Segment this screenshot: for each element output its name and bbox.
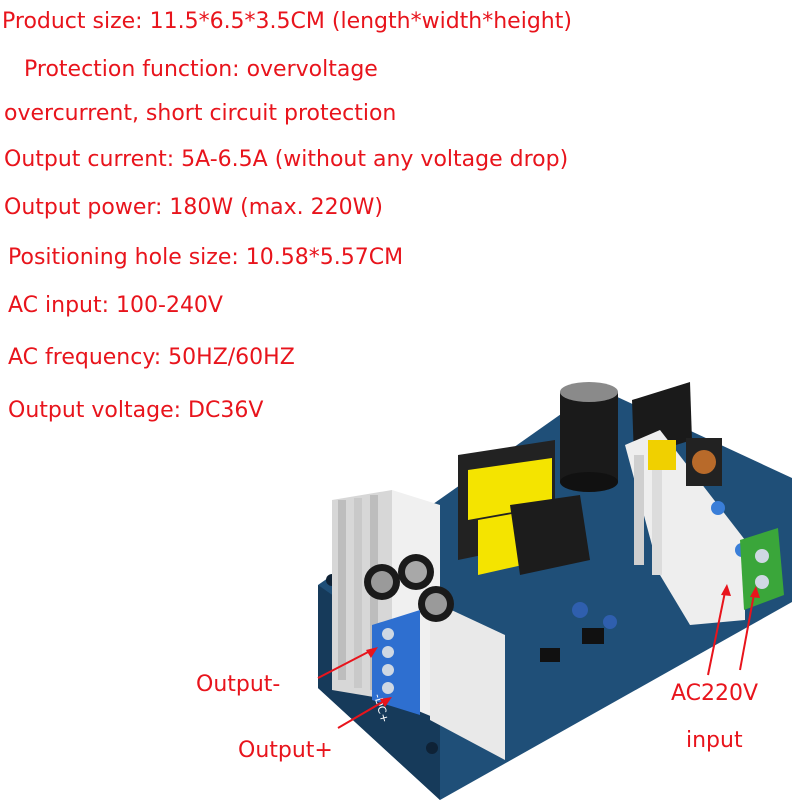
right-heatsink [625,430,745,625]
ac-input-arrows [707,584,760,676]
output-plus-arrow [337,697,392,729]
common-mode-choke [648,438,722,486]
spec-protection-detail: overcurrent, short circuit protection [4,101,397,126]
output-plus-label: Output+ [238,738,333,763]
output-minus-label: Output- [196,672,281,697]
output-capacitors [364,554,454,622]
input-terminal-block [740,528,784,610]
spec-output-power: Output power: 180W (max. 220W) [4,195,383,220]
spec-ac-input: AC input: 100-240V [8,293,223,318]
spec-output-current: Output current: 5A-6.5A (without any vol… [4,147,569,172]
ac-input-label: input [686,728,743,753]
spec-product-size: Product size: 11.5*6.5*3.5CM (length*wid… [2,9,572,34]
spec-ac-frequency: AC frequency: 50HZ/60HZ [8,345,295,370]
transformer [458,440,590,575]
ac220v-label: AC220V [671,681,759,706]
spec-output-voltage: Output voltage: DC36V [8,398,264,423]
control-ic [582,628,604,644]
output-terminal-block [372,610,420,715]
mounting-hole [426,742,438,754]
spec-protection-function: Protection function: overvoltage [24,57,378,82]
filter-capacitor [560,382,618,492]
spec-positioning-hole: Positioning hole size: 10.58*5.57CM [8,245,404,270]
output-minus-arrow [317,647,378,679]
